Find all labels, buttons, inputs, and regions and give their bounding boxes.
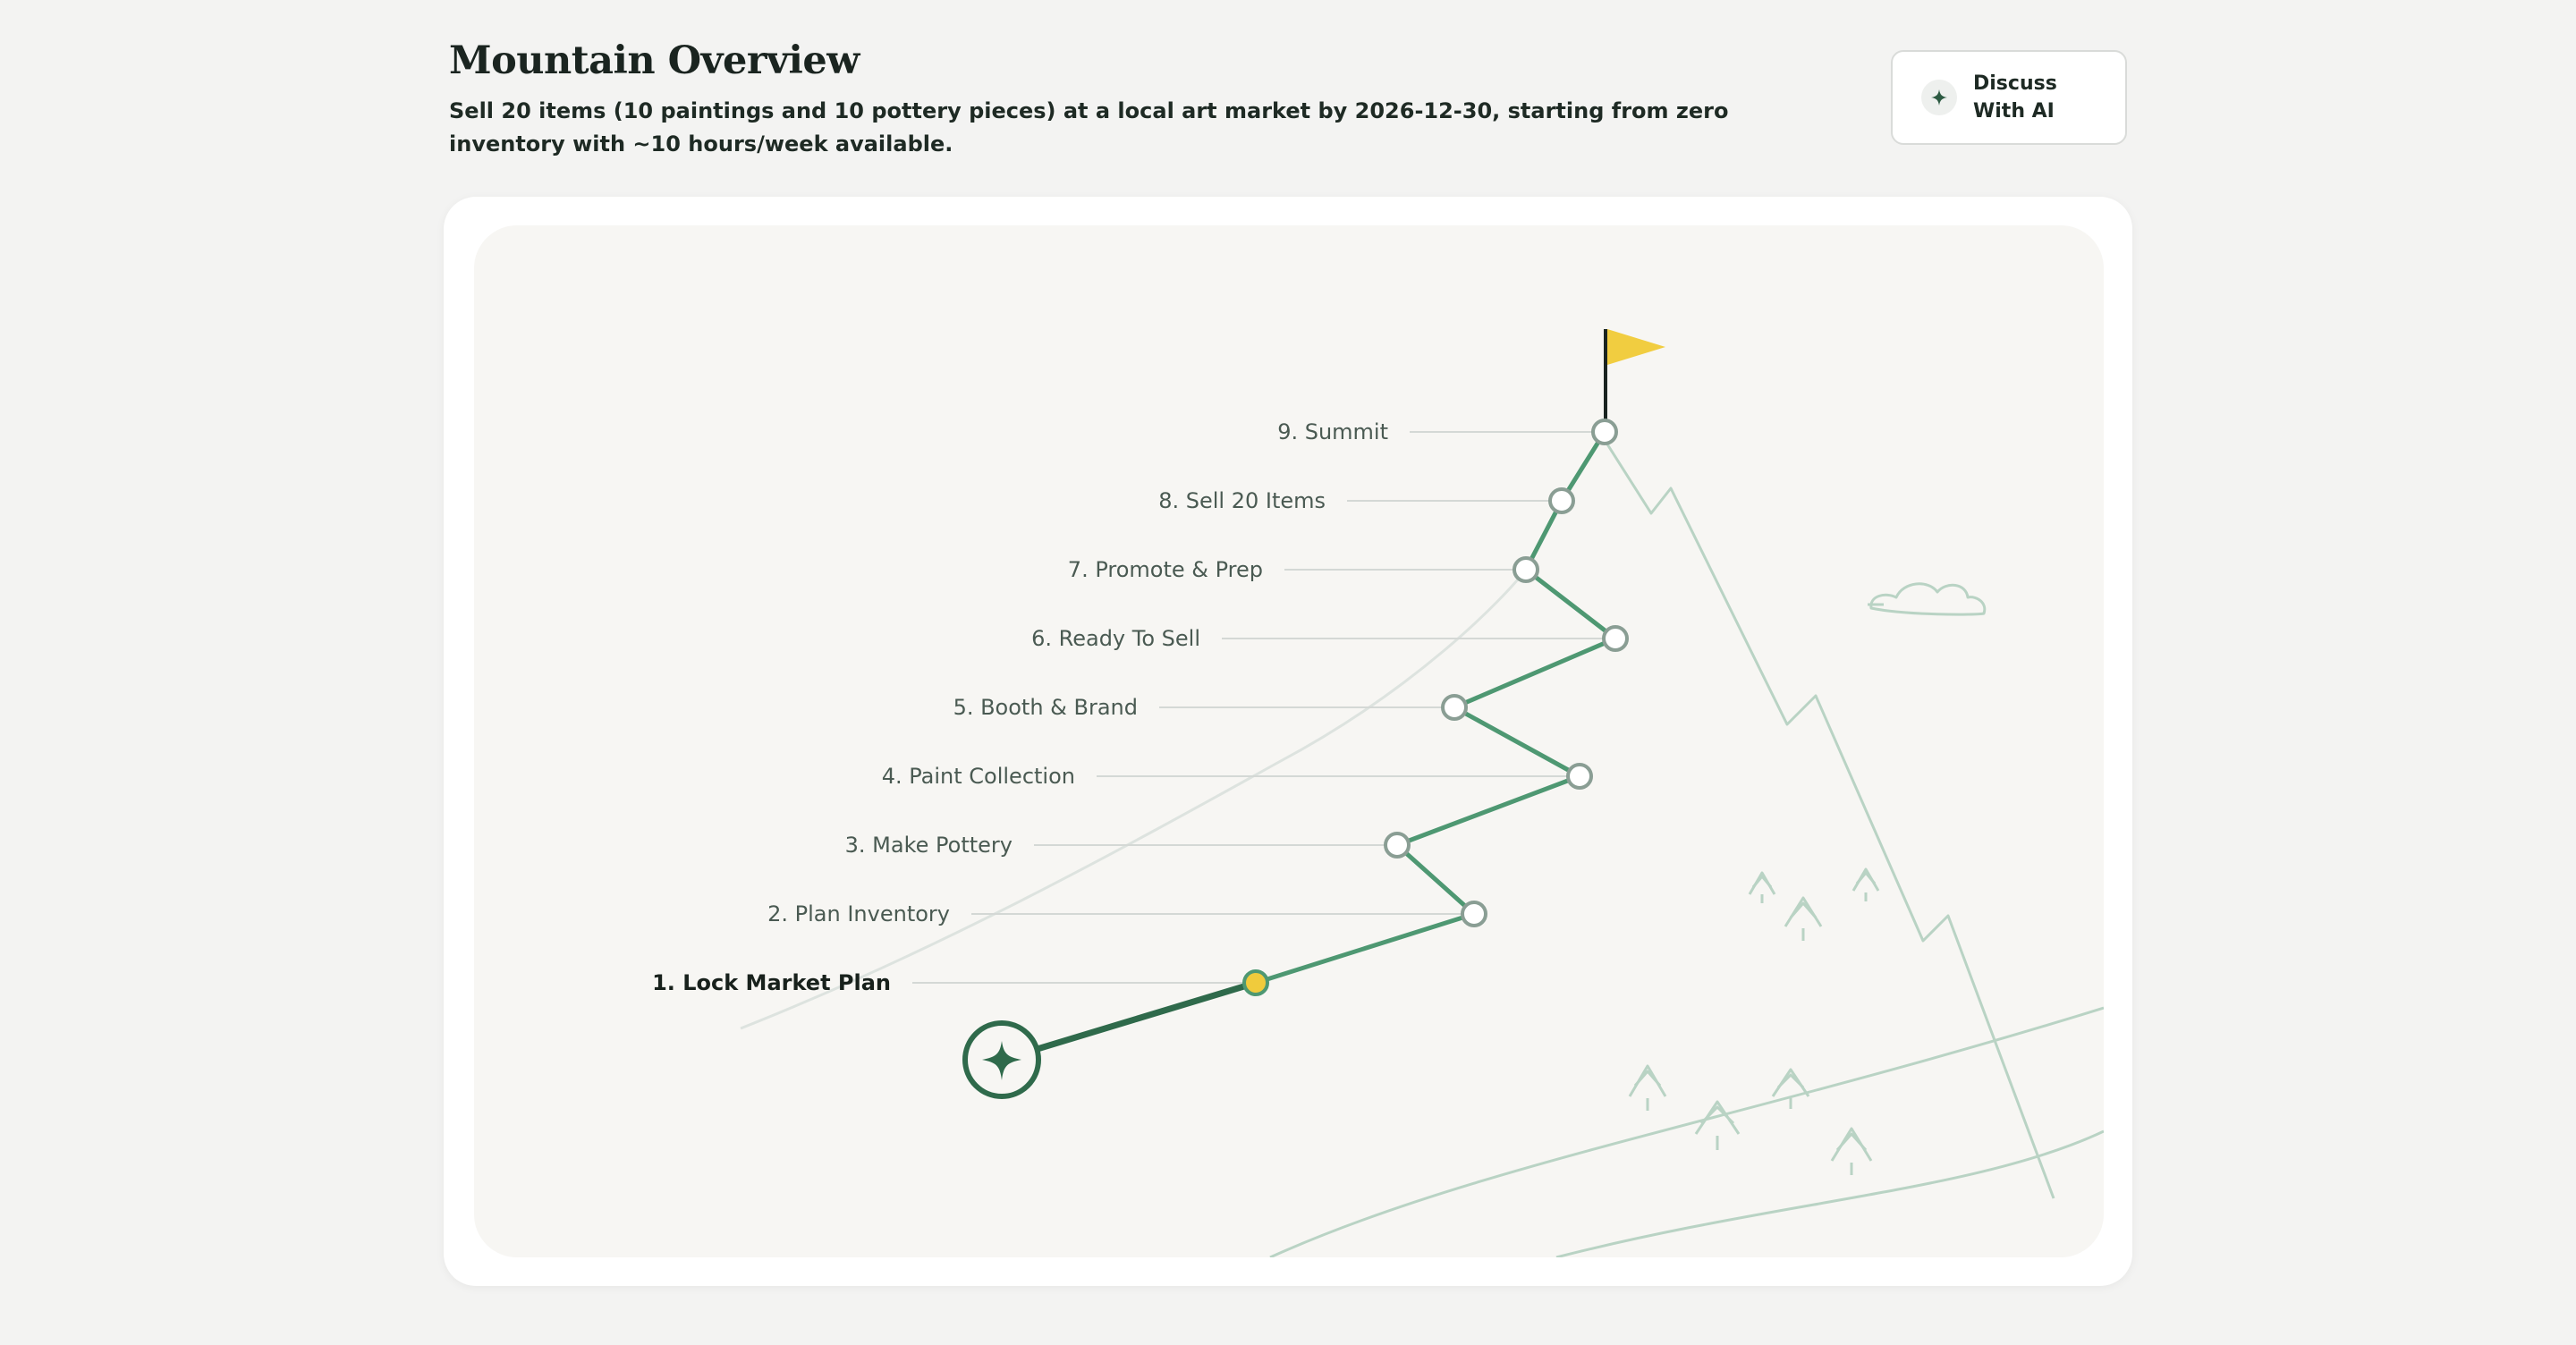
tree-icon [1628, 1064, 1667, 1111]
tree-icon [1748, 871, 1776, 903]
ascent-path [998, 429, 1618, 1063]
summit-flag-icon [1604, 329, 1665, 433]
path-segment [1394, 842, 1477, 917]
path-segment [1452, 636, 1618, 710]
tree-icon [1852, 867, 1880, 901]
tree-icon [1771, 1068, 1810, 1109]
mountain-canvas: 1. Lock Market Plan 2. Plan Inventory 3. M… [474, 225, 2104, 1257]
cloud-icon [1869, 582, 1987, 616]
path-segment [1253, 911, 1477, 985]
tree-icon [1830, 1127, 1873, 1175]
milestone-node-4[interactable] [1566, 763, 1593, 790]
milestone-nodes [1242, 419, 1629, 996]
sparkle-icon [1921, 80, 1957, 115]
milestone-label-7: 7. Promote & Prep [1068, 557, 1263, 582]
milestone-label-5: 5. Booth & Brand [953, 695, 1138, 720]
milestone-label-6: 6. Ready To Sell [1031, 626, 1200, 651]
hill-line-1 [1269, 1006, 2104, 1257]
milestone-node-1[interactable] [1242, 969, 1269, 996]
milestone-node-5[interactable] [1441, 694, 1468, 721]
milestone-node-6[interactable] [1602, 625, 1629, 652]
milestone-labels: 1. Lock Market Plan 2. Plan Inventory 3. M… [652, 419, 1388, 995]
tree-icon [1694, 1100, 1741, 1150]
milestone-label-2: 2. Plan Inventory [767, 901, 950, 926]
milestone-node-3[interactable] [1384, 832, 1411, 859]
goal-description: Sell 20 items (10 paintings and 10 potte… [449, 98, 1729, 156]
path-segment [1523, 567, 1618, 641]
milestone-label-3: 3. Make Pottery [845, 833, 1013, 858]
milestone-node-7[interactable] [1513, 556, 1539, 583]
milestone-label-8: 8. Sell 20 Items [1158, 488, 1326, 513]
milestone-node-2[interactable] [1461, 901, 1487, 927]
compass-star-icon [982, 1041, 1021, 1080]
milestone-leader-lines [912, 431, 1603, 984]
discuss-button-label: Discuss With AI [1973, 72, 2057, 123]
path-segment [1394, 774, 1582, 848]
approach-trail [740, 564, 1531, 1030]
tree-icon [1784, 896, 1823, 941]
milestone-node-9[interactable] [1591, 419, 1618, 445]
start-marker [962, 1020, 1041, 1099]
milestone-label-4: 4. Paint Collection [882, 764, 1075, 789]
path-segment-completed [998, 979, 1259, 1063]
path-segment [1559, 429, 1607, 503]
discuss-with-ai-button[interactable]: Discuss With AI [1891, 50, 2127, 145]
path-segment [1452, 705, 1582, 779]
mountain-ridge [1603, 439, 2055, 1199]
mountain-illustration: 1. Lock Market Plan 2. Plan Inventory 3. M… [652, 329, 2104, 1257]
milestone-label-9: 9. Summit [1277, 419, 1388, 444]
milestone-node-8[interactable] [1548, 487, 1575, 514]
hill-line-2 [1555, 1129, 2104, 1257]
page-title: Mountain Overview [449, 38, 860, 83]
milestone-label-1: 1. Lock Market Plan [652, 970, 891, 995]
mountain-card: 1. Lock Market Plan 2. Plan Inventory 3. M… [444, 197, 2132, 1286]
scenery [1269, 439, 2104, 1257]
